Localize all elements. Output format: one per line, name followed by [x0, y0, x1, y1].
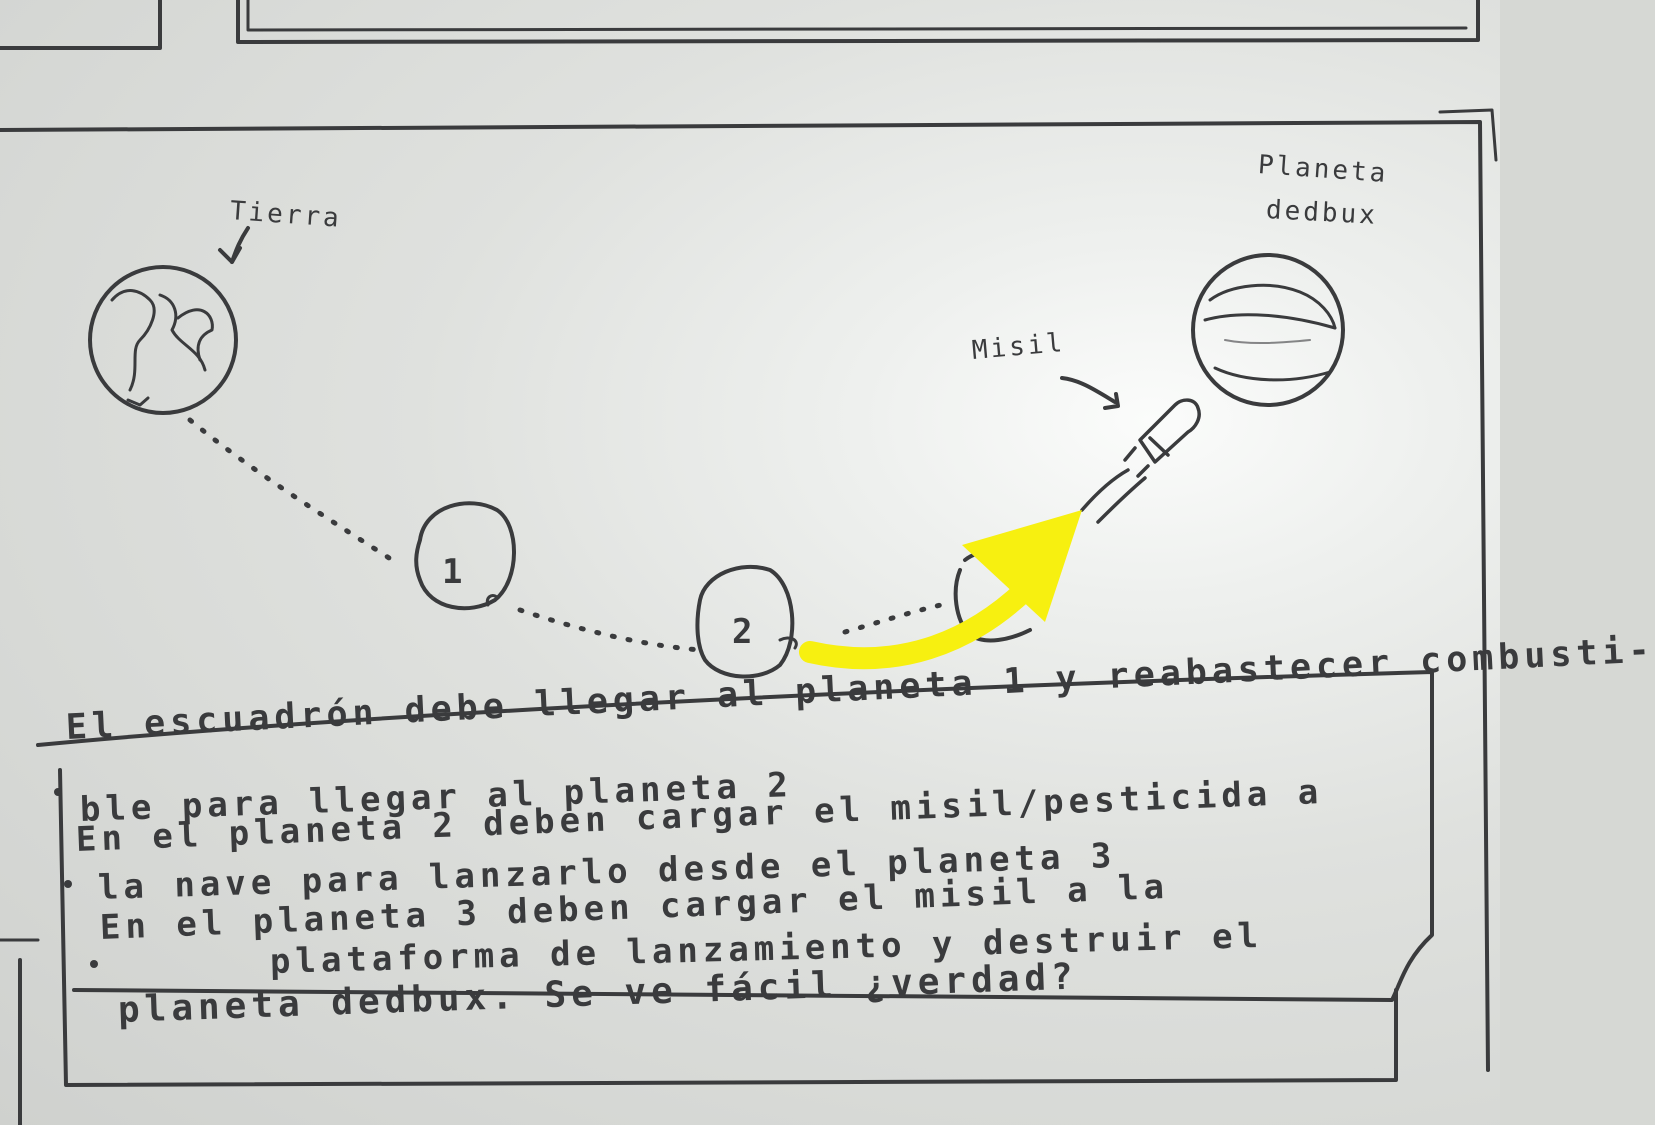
- target-planet-label-line2: dedbux: [1265, 195, 1379, 231]
- bullet-3: [90, 960, 98, 968]
- planet-1-number: 1: [442, 552, 463, 592]
- missile-label-arrow: [1060, 376, 1117, 404]
- highlight-arrow: [799, 510, 1082, 670]
- planet-1: [414, 501, 516, 611]
- top-frame-remnant: [236, 0, 1480, 44]
- earth-planet: [88, 265, 238, 415]
- whiteboard-drawing: [0, 0, 1498, 1125]
- bullet-1: [54, 788, 62, 796]
- target-planet-dedbux: [1191, 253, 1345, 407]
- planet-2: [695, 564, 798, 679]
- bullet-2: [64, 880, 72, 888]
- top-left-frame-remnant: [0, 0, 162, 50]
- missile: [1080, 398, 1201, 524]
- trajectory-dotted-path: [187, 417, 948, 653]
- notes-box-outer: [36, 670, 1434, 1002]
- main-panel-frame: [0, 120, 1490, 1072]
- planet-2-number: 2: [732, 612, 753, 652]
- notes-box-inner: [58, 768, 1398, 1087]
